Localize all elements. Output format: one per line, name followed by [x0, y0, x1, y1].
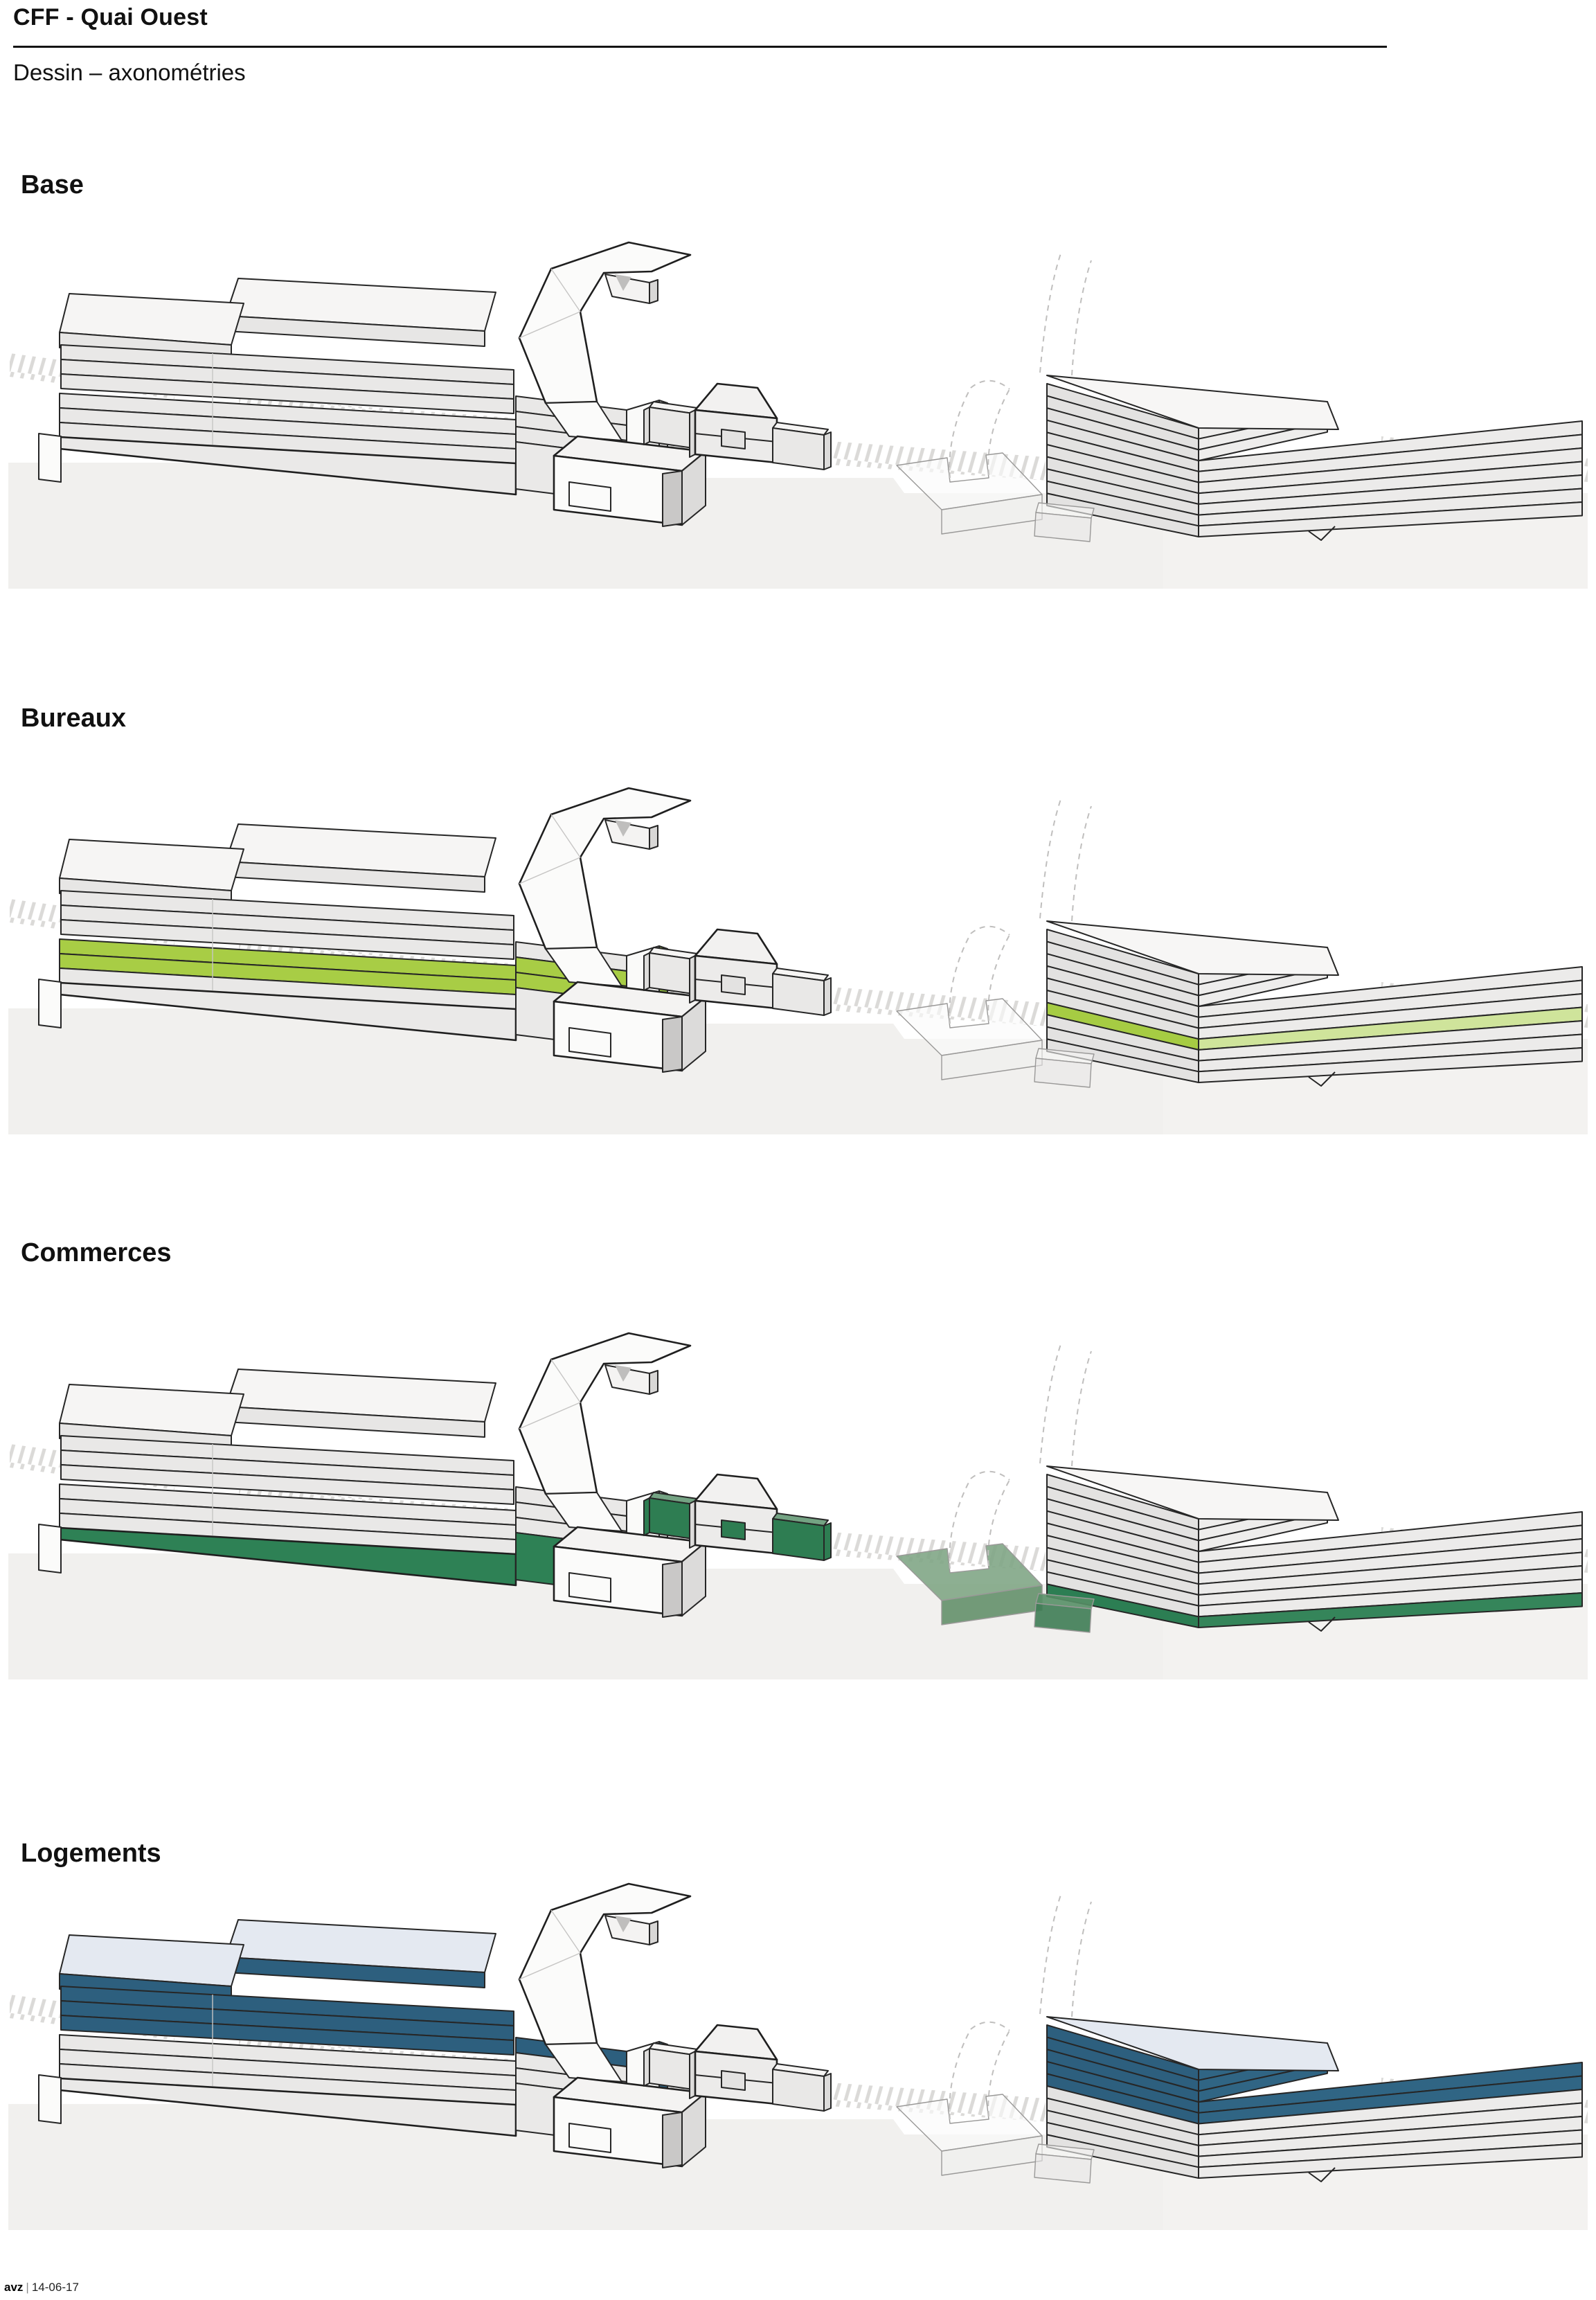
footer-separator: |	[26, 2281, 29, 2294]
section-title-base: Base	[21, 170, 84, 199]
axonometric-bureaux	[0, 774, 1596, 1134]
title-block: avz|14-06-17	[4, 2281, 79, 2294]
axonometric-base	[0, 229, 1596, 589]
axonometric-logements	[0, 1870, 1596, 2230]
axonometric-commerces	[0, 1319, 1596, 1679]
section-title-commerces: Commerces	[21, 1238, 172, 1267]
page-title: CFF - Quai Ouest	[13, 4, 208, 30]
footer-date: 14-06-17	[31, 2281, 79, 2294]
section-title-bureaux: Bureaux	[21, 704, 127, 733]
author-initials: avz	[4, 2281, 24, 2294]
page-subtitle: Dessin – axonométries	[13, 60, 246, 85]
header-rule	[13, 46, 1387, 48]
section-title-logements: Logements	[21, 1839, 161, 1868]
